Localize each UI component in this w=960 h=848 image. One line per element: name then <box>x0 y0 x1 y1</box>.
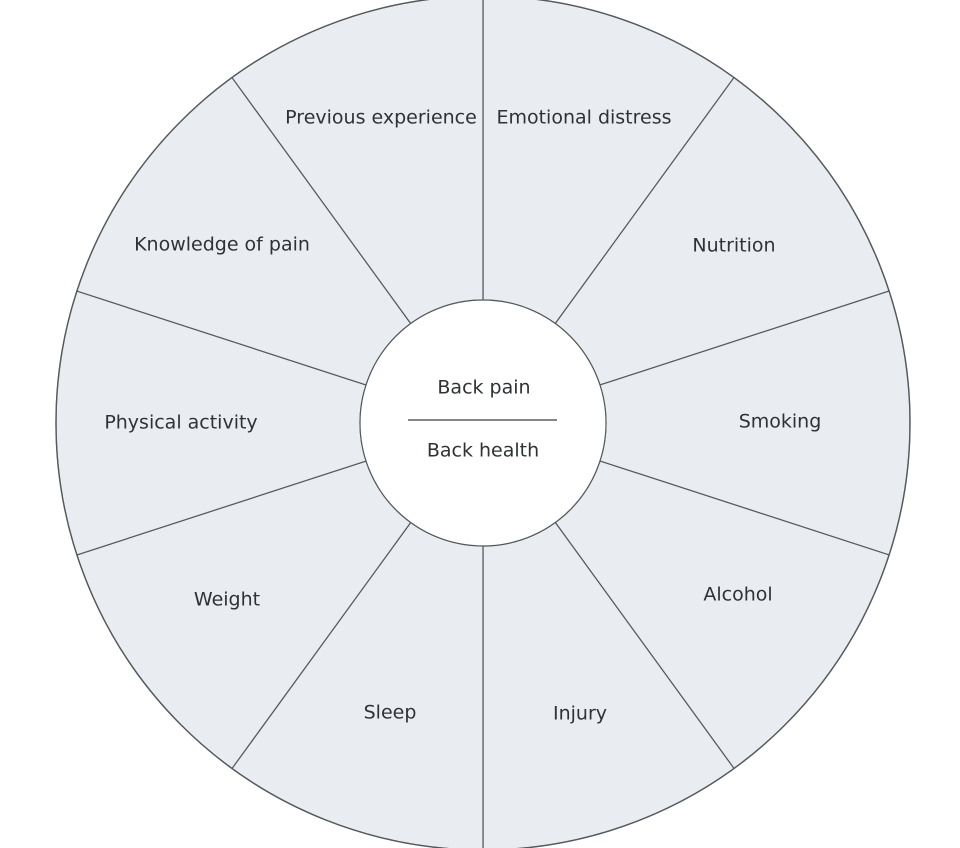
center-top-label: Back pain <box>437 377 530 399</box>
label-alcohol: Alcohol <box>703 584 772 606</box>
label-weight: Weight <box>194 589 260 611</box>
center-bottom-label: Back health <box>427 440 539 462</box>
outer-ring <box>55 0 911 848</box>
label-emotional-distress: Emotional distress <box>496 107 671 129</box>
label-knowledge-of-pain: Knowledge of pain <box>134 234 310 256</box>
label-previous-experience: Previous experience <box>285 107 477 129</box>
sector-group <box>55 0 911 848</box>
label-nutrition: Nutrition <box>692 235 775 257</box>
center-hub <box>359 299 607 547</box>
sector-label-group: Previous experience Emotional distressNut… <box>104 107 821 725</box>
label-sleep: Sleep <box>364 702 417 724</box>
label-smoking: Smoking <box>739 411 822 433</box>
label-injury: Injury <box>553 703 607 725</box>
label-physical-activity: Physical activity <box>104 412 257 434</box>
